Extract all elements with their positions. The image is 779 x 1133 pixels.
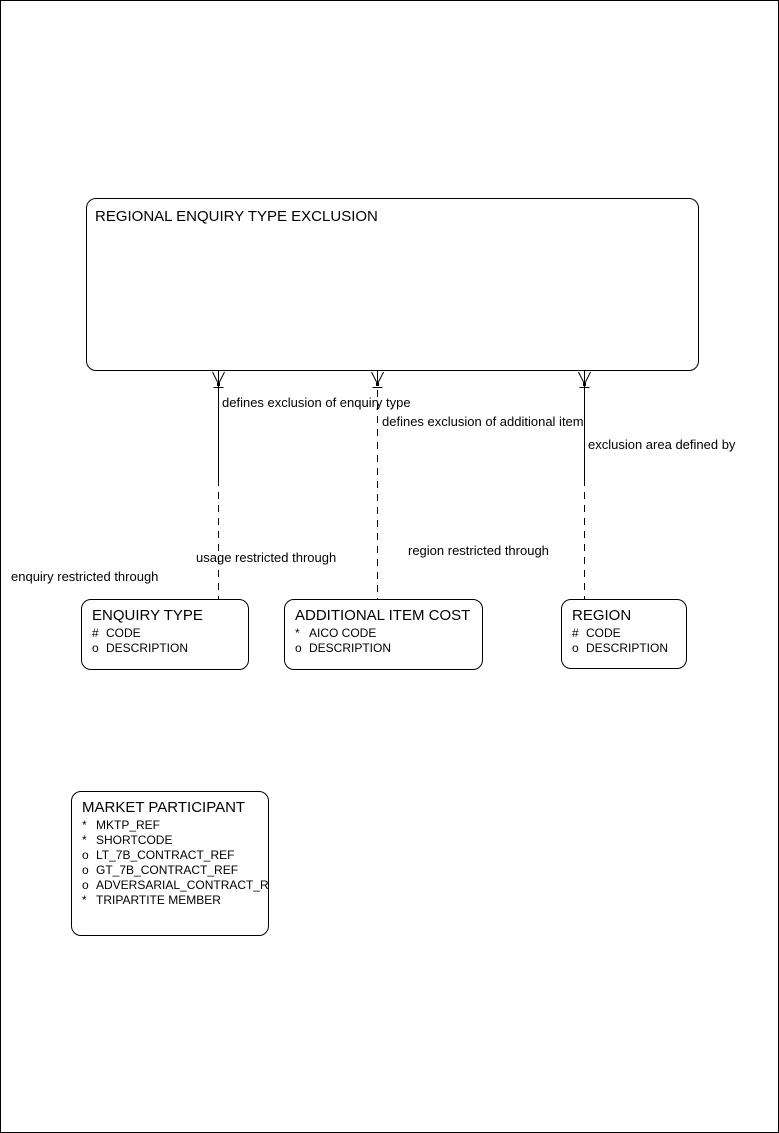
connector-enquiry-type: [212, 371, 225, 599]
entity-region: REGION # CODE o DESCRIPTION: [561, 599, 687, 669]
attribute-prefix: #: [572, 626, 579, 640]
crow-foot-dot: [376, 383, 379, 386]
entity-additional-item-cost: ADDITIONAL ITEM COST * AICO CODE o DESCRIP…: [284, 599, 483, 670]
attribute-row: * AICO CODE: [295, 626, 482, 641]
crow-foot-icon: [578, 371, 591, 385]
attribute-prefix: o: [82, 848, 89, 862]
attribute-prefix: *: [82, 818, 87, 832]
relationship-label-defines-exclusion-of-additional-item: defines exclusion of additional item: [382, 414, 584, 429]
attribute-name: DESCRIPTION: [586, 641, 669, 655]
attribute-name: TRIPARTITE MEMBER: [96, 893, 221, 907]
attribute-row: o LT_7B_CONTRACT_REF: [82, 848, 268, 863]
attribute-prefix: o: [92, 641, 99, 655]
attribute-name: MKTP_REF: [96, 818, 161, 832]
relationship-label-usage-restricted-through: usage restricted through: [196, 550, 337, 565]
attribute-name: SHORTCODE: [96, 833, 173, 847]
relationship-label-enquiry-restricted-through: enquiry restricted through: [11, 569, 159, 584]
crow-foot-icon: [212, 371, 225, 385]
attribute-name: CODE: [106, 626, 141, 640]
attribute-prefix: o: [572, 641, 579, 655]
attribute-prefix: o: [295, 641, 302, 655]
attribute-list: * AICO CODE o DESCRIPTION: [295, 626, 482, 656]
attribute-row: o ADVERSARIAL_CONTRACT_REF: [82, 878, 268, 893]
attribute-prefix: *: [82, 893, 87, 907]
entity-title: ADDITIONAL ITEM COST: [295, 607, 471, 624]
attribute-list: # CODE o DESCRIPTION: [92, 626, 248, 656]
attribute-row: o DESCRIPTION: [92, 641, 248, 656]
attribute-name: GT_7B_CONTRACT_REF: [96, 863, 239, 877]
attribute-row: * SHORTCODE: [82, 833, 268, 848]
attribute-row: o GT_7B_CONTRACT_REF: [82, 863, 268, 878]
crow-foot-dot: [217, 383, 220, 386]
connector-region: [578, 371, 591, 599]
attribute-name: LT_7B_CONTRACT_REF: [96, 848, 235, 862]
relationship-label-region-restricted-through: region restricted through: [408, 543, 549, 558]
entity-title: REGION: [572, 607, 632, 624]
entity-market-participant: MARKET PARTICIPANT * MKTP_REF * SHORTCODE …: [71, 791, 269, 936]
attribute-prefix: o: [82, 863, 89, 877]
attribute-row: # CODE: [92, 626, 248, 641]
attribute-row: * MKTP_REF: [82, 818, 268, 833]
attribute-name: DESCRIPTION: [309, 641, 392, 655]
attribute-list: * MKTP_REF * SHORTCODE o LT_7B_CONTRACT_REF…: [82, 818, 268, 908]
crow-foot-dot: [583, 383, 586, 386]
attribute-prefix: *: [295, 626, 300, 640]
attribute-prefix: o: [82, 878, 89, 892]
attribute-name: ADVERSARIAL_CONTRACT_REF: [96, 878, 268, 892]
entity-title: MARKET PARTICIPANT: [82, 799, 246, 816]
attribute-row: o DESCRIPTION: [295, 641, 482, 656]
attribute-name: CODE: [586, 626, 621, 640]
relationship-label-defines-exclusion-of-enquiry-type: defines exclusion of enquiry type: [222, 395, 411, 410]
attribute-name: DESCRIPTION: [106, 641, 189, 655]
entity-regional-enquiry-type-exclusion: REGIONAL ENQUIRY TYPE EXCLUSION: [86, 198, 699, 371]
attribute-row: # CODE: [572, 626, 686, 641]
attribute-row: * TRIPARTITE MEMBER: [82, 893, 268, 908]
attribute-prefix: #: [92, 626, 99, 640]
entity-enquiry-type: ENQUIRY TYPE # CODE o DESCRIPTION: [81, 599, 249, 670]
attribute-name: AICO CODE: [309, 626, 377, 640]
attribute-list: # CODE o DESCRIPTION: [572, 626, 686, 656]
entity-title: ENQUIRY TYPE: [92, 607, 203, 624]
entity-title: REGIONAL ENQUIRY TYPE EXCLUSION: [95, 208, 378, 225]
connector-additional-item-cost: [371, 371, 384, 599]
attribute-row: o DESCRIPTION: [572, 641, 686, 656]
crow-foot-icon: [371, 371, 384, 385]
relationship-label-exclusion-area-defined-by: exclusion area defined by: [588, 437, 736, 452]
attribute-prefix: *: [82, 833, 87, 847]
